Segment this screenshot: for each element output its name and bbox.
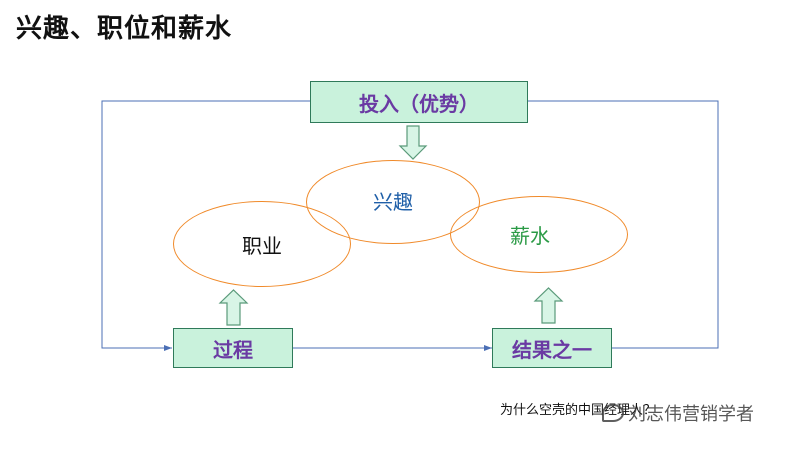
down-block-arrow [398, 125, 428, 160]
ellipse-salary: 薪水 [450, 196, 628, 273]
ellipse-salary-label: 薪水 [510, 224, 550, 248]
loop-left-line [101, 100, 310, 349]
ellipse-job-label: 职业 [242, 233, 282, 258]
wechat-logo-icon [602, 404, 624, 422]
watermark: 刘志伟营销学者 [602, 400, 754, 426]
up-block-arrow-left [218, 289, 249, 326]
page-title: 兴趣、职位和薪水 [16, 14, 233, 44]
arrowhead-into-process [164, 345, 172, 351]
input-advantage-label: 投入（优势） [359, 91, 479, 116]
process-label: 过程 [213, 337, 253, 362]
loop-right-line [528, 100, 719, 349]
process-box: 过程 [173, 328, 293, 368]
input-advantage-box: 投入（优势） [310, 81, 528, 123]
watermark-text: 刘志伟营销学者 [628, 404, 754, 425]
up-block-arrow-right [533, 287, 564, 324]
result-box: 结果之一 [492, 328, 612, 368]
arrowhead-into-result [484, 345, 492, 351]
ellipse-interest: 兴趣 [306, 160, 480, 244]
result-label: 结果之一 [512, 337, 592, 362]
ellipse-interest-label: 兴趣 [373, 189, 413, 214]
